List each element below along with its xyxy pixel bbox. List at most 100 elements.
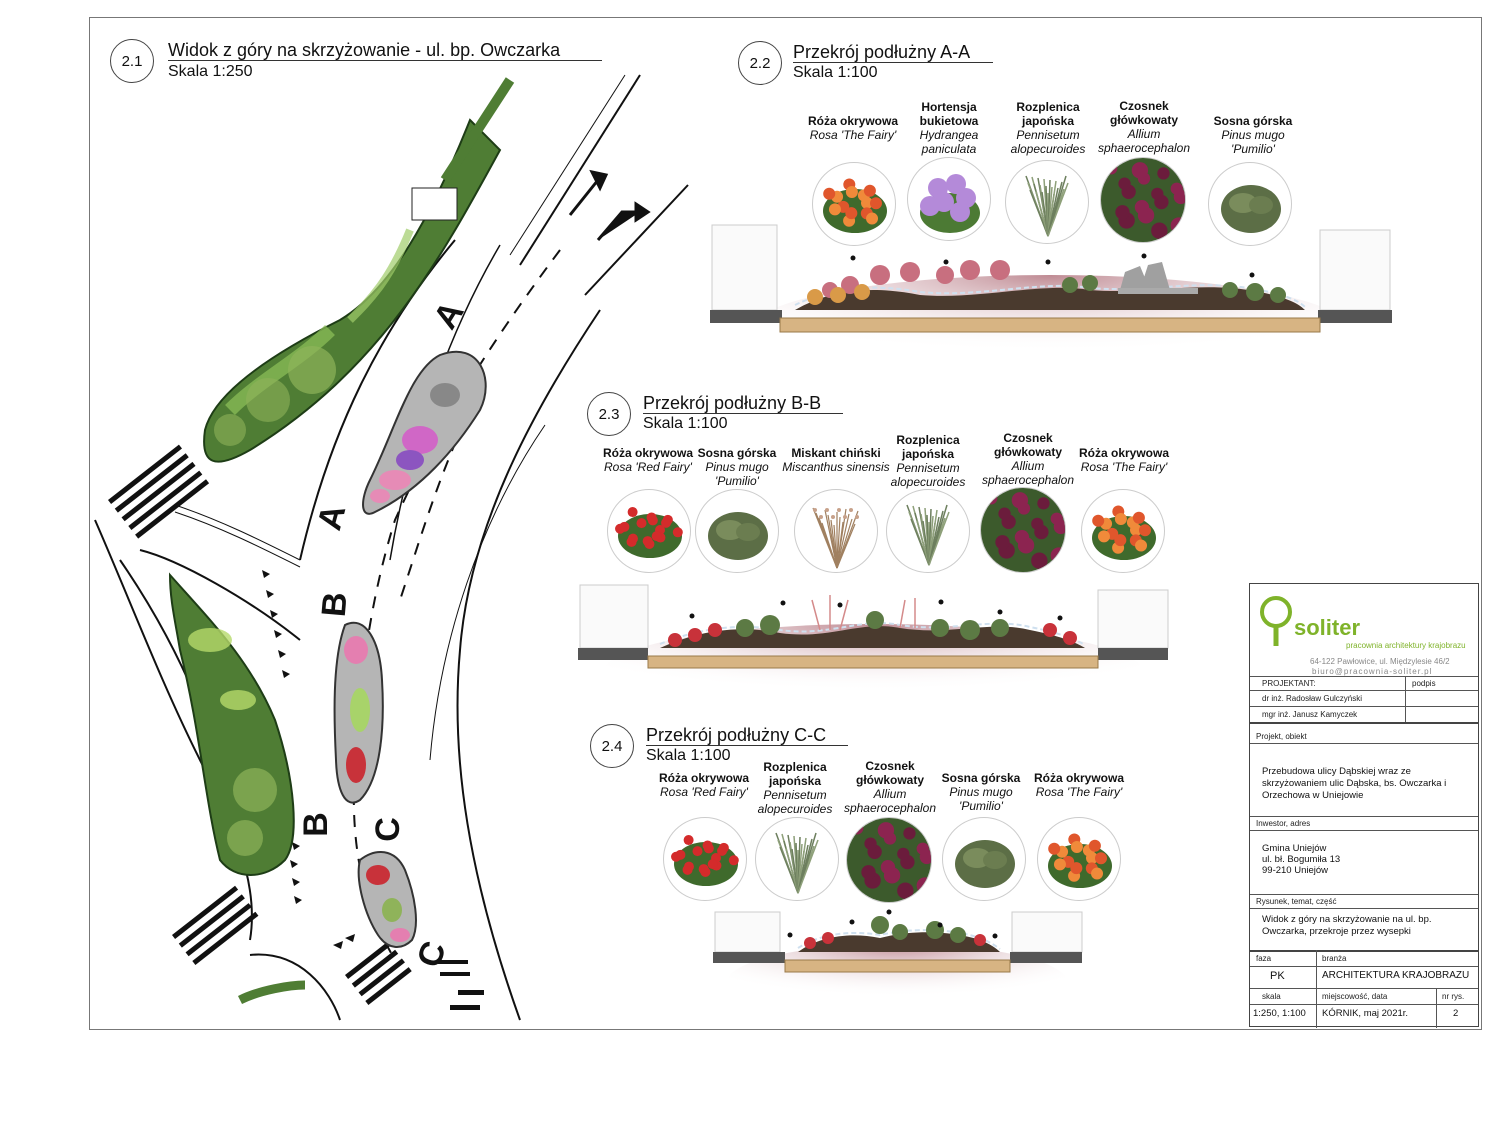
logo-text: soliter xyxy=(1294,615,1361,640)
plan-scale: Skala 1:250 xyxy=(168,63,253,80)
sheet-number-label: nr rys. xyxy=(1442,992,1465,1001)
plant-latin: Pennisetum alopecuroides xyxy=(1010,128,1086,156)
section-b-number-badge: 2.3 xyxy=(587,392,631,436)
branch-label: branża xyxy=(1322,954,1347,963)
section-c-profile xyxy=(713,909,1083,1020)
lane-arrows xyxy=(568,169,651,241)
section-b-scale: Skala 1:100 xyxy=(643,415,728,432)
signature-label: podpis xyxy=(1412,679,1436,688)
plant-latin: Pennisetum alopecuroides xyxy=(757,788,833,816)
plan-number-badge: 2.1 xyxy=(110,39,154,83)
logo-icon xyxy=(1260,596,1292,646)
plant-latin: Rosa 'The Fairy' xyxy=(1035,785,1123,799)
section-b-profile xyxy=(578,584,1169,720)
section-c-title: Przekrój podłużny C-C xyxy=(646,725,848,746)
section-b-plant-4: Rozplenica japońska Pennisetum alopecuro… xyxy=(873,433,983,489)
drawing-description: Widok z góry na skrzyżowanie na ul. bp. … xyxy=(1262,914,1432,937)
investor-line-2: ul. bł. Bogumiła 13 xyxy=(1262,854,1341,865)
plant-name: Czosnek główkowaty xyxy=(1109,99,1178,127)
section-c-scale: Skala 1:100 xyxy=(646,747,731,764)
plant-photo xyxy=(907,157,991,241)
plan-title: Widok z góry na skrzyżowanie - ul. bp. O… xyxy=(168,40,602,61)
place-date-value: KÓRNIK, maj 2021r. xyxy=(1322,1008,1409,1019)
give-way-teeth xyxy=(262,570,355,949)
green-edge-south xyxy=(237,980,306,1005)
project-description: Przebudowa ulicy Dąbskiej wraz ze skrzyż… xyxy=(1262,766,1447,801)
title-block: soliter pracownia architektury krajobraz… xyxy=(1249,583,1479,1028)
plant-latin: Rosa 'The Fairy' xyxy=(1080,460,1168,474)
section-c-plant-1: Róża okrywowa Rosa 'Red Fairy' xyxy=(649,771,759,799)
plant-name: Miskant chiński xyxy=(791,446,881,460)
crosswalks xyxy=(108,444,484,1010)
branch-value: ARCHITEKTURA KRAJOBRAZU xyxy=(1322,970,1470,981)
section-a-plant-5: Sosna górska Pinus mugo 'Pumilio' xyxy=(1198,114,1308,156)
plant-latin: Miscanthus sinensis xyxy=(782,460,890,474)
plant-name: Sosna górska xyxy=(697,446,777,460)
plant-latin: Pinus mugo 'Pumilio' xyxy=(705,460,769,488)
plant-photo xyxy=(886,489,970,573)
plant-photo xyxy=(812,162,896,246)
island-b xyxy=(333,622,384,804)
plant-name: Rozplenica japońska xyxy=(763,760,827,788)
plant-photo xyxy=(1100,157,1186,243)
plant-name: Rozplenica japońska xyxy=(896,433,960,461)
plant-latin: Allium sphaerocephalon xyxy=(981,459,1075,487)
section-a-number-badge: 2.2 xyxy=(738,41,782,85)
plant-photo xyxy=(755,817,839,901)
phase-value: PK xyxy=(1270,970,1285,982)
logo-tagline: pracownia architektury krajobrazu xyxy=(1346,641,1466,650)
section-c-plant-4: Sosna górska Pinus mugo 'Pumilio' xyxy=(926,771,1036,813)
office-email: biuro@pracownia-soliter.pl xyxy=(1312,667,1433,676)
drawing-sheet xyxy=(89,17,1482,1030)
plant-photo xyxy=(846,817,932,903)
plant-name: Hortensja bukietowa xyxy=(919,100,979,128)
plant-latin: Rosa 'The Fairy' xyxy=(809,128,897,142)
investor-label: Inwestor, adres xyxy=(1256,819,1311,828)
section-b-plant-2: Sosna górska Pinus mugo 'Pumilio' xyxy=(682,446,792,488)
office-address: 64-122 Pawłowice, ul. Międzylesie 46/2 xyxy=(1310,657,1450,666)
section-a-title: Przekrój podłużny A-A xyxy=(793,42,993,63)
plant-latin: Pinus mugo 'Pumilio' xyxy=(949,785,1013,813)
section-b-title: Przekrój podłużny B-B xyxy=(643,393,843,414)
section-a-plant-1: Róża okrywowa Rosa 'The Fairy' xyxy=(798,114,908,142)
scale-value: 1:250, 1:100 xyxy=(1253,1008,1306,1019)
plant-photo xyxy=(942,817,1026,901)
plant-name: Rozplenica japońska xyxy=(1016,100,1080,128)
plant-photo xyxy=(794,489,878,573)
plant-photo xyxy=(1005,160,1089,244)
plant-photo xyxy=(695,489,779,573)
section-c-plant-3: Czosnek główkowaty Allium sphaerocephalo… xyxy=(834,759,946,815)
designer-2: mgr inż. Janusz Kamyczek xyxy=(1262,710,1358,719)
plant-photo xyxy=(1208,162,1292,246)
section-b-plant-6: Róża okrywowa Rosa 'The Fairy' xyxy=(1069,446,1179,474)
section-a-plant-2: Hortensja bukietowa Hydrangea paniculata xyxy=(894,100,1004,156)
plant-photo xyxy=(607,489,691,573)
sheet-number-value: 2 xyxy=(1453,1008,1459,1019)
plant-name: Sosna górska xyxy=(941,771,1021,785)
plant-name: Róża okrywowa xyxy=(1078,446,1170,460)
plant-photo xyxy=(1081,489,1165,573)
plant-latin: Rosa 'Red Fairy' xyxy=(604,460,692,474)
plant-name: Róża okrywowa xyxy=(1033,771,1125,785)
green-edge-north xyxy=(440,77,515,183)
section-b-plant-1: Róża okrywowa Rosa 'Red Fairy' xyxy=(593,446,703,474)
plant-name: Sosna górska xyxy=(1213,114,1293,128)
plant-latin: Pennisetum alopecuroides xyxy=(890,461,966,489)
plant-photo xyxy=(1037,817,1121,901)
plant-photo xyxy=(980,487,1066,573)
section-a-profile xyxy=(710,224,1392,385)
designer-label: PROJEKTANT: xyxy=(1262,679,1316,688)
section-a-plant-4: Czosnek główkowaty Allium sphaerocephalo… xyxy=(1088,99,1200,155)
plant-name: Czosnek główkowaty xyxy=(993,431,1062,459)
plant-latin: Hydrangea paniculata xyxy=(919,128,979,156)
plant-name: Róża okrywowa xyxy=(658,771,750,785)
section-a-plant-3: Rozplenica japońska Pennisetum alopecuro… xyxy=(993,100,1103,156)
scale-label: skala xyxy=(1262,992,1281,1001)
plant-latin: Rosa 'Red Fairy' xyxy=(660,785,748,799)
investor-line-3: 99-210 Uniejów xyxy=(1262,865,1329,876)
project-label: Projekt, obiekt xyxy=(1256,732,1307,741)
section-a-scale: Skala 1:100 xyxy=(793,64,878,81)
section-c-number-badge: 2.4 xyxy=(590,724,634,768)
